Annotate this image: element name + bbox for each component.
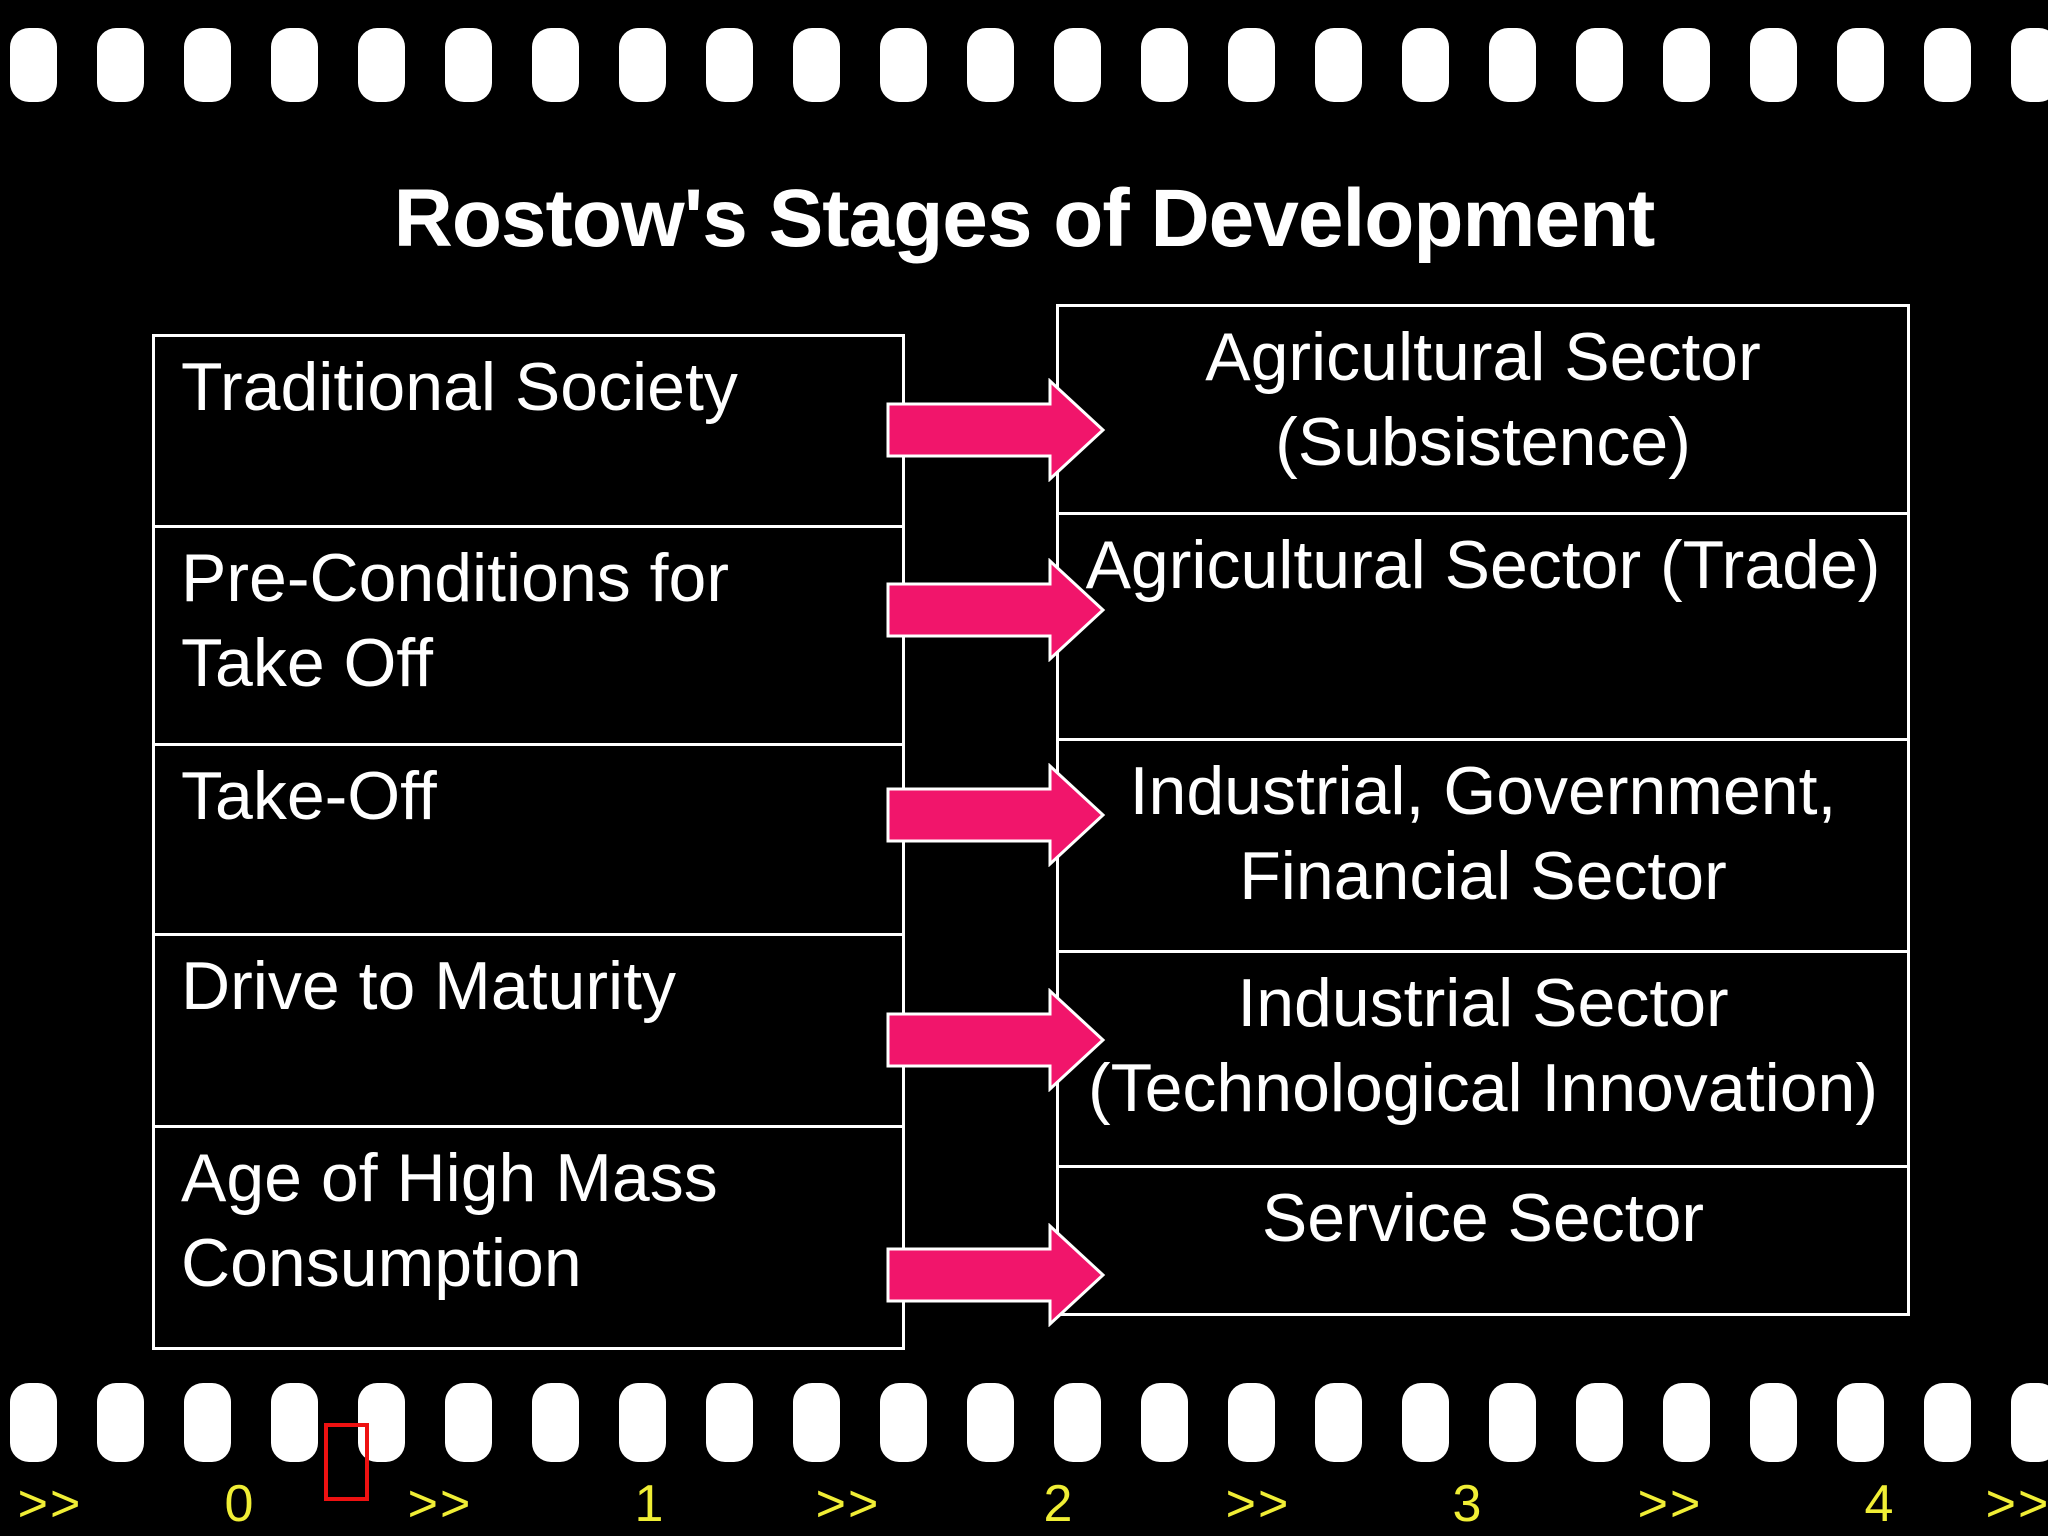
film-strip-top xyxy=(0,0,2048,130)
stage-cell-preconditions: Pre-Conditions for Take Off xyxy=(155,528,902,746)
film-hole xyxy=(1402,28,1449,102)
film-hole xyxy=(706,1383,753,1462)
flow-arrow-1 xyxy=(886,377,1106,483)
film-hole xyxy=(1141,1383,1188,1462)
film-hole xyxy=(880,28,927,102)
film-hole xyxy=(1663,1383,1710,1462)
film-hole xyxy=(271,1383,318,1462)
flow-arrow-2 xyxy=(886,557,1106,663)
nav-slide-number-2[interactable]: 2 xyxy=(1043,1475,1075,1533)
film-hole xyxy=(880,1383,927,1462)
film-hole xyxy=(793,1383,840,1462)
film-hole xyxy=(706,28,753,102)
sectors-column: Agricultural Sector (Subsistence) Agricu… xyxy=(1056,304,1910,1316)
film-hole xyxy=(2011,1383,2048,1462)
film-hole xyxy=(271,28,318,102)
nav-forward-chevron[interactable]: >> xyxy=(1985,1475,2048,1533)
film-hole xyxy=(10,1383,57,1462)
film-hole xyxy=(1576,28,1623,102)
film-hole xyxy=(358,28,405,102)
nav-slide-number-0[interactable]: 0 xyxy=(224,1475,256,1533)
film-hole xyxy=(532,28,579,102)
film-hole xyxy=(1315,1383,1362,1462)
film-hole xyxy=(184,28,231,102)
film-hole xyxy=(1576,1383,1623,1462)
current-position-marker xyxy=(324,1423,369,1501)
film-hole xyxy=(532,1383,579,1462)
nav-forward-chevron[interactable]: >> xyxy=(17,1475,83,1533)
film-hole xyxy=(1837,28,1884,102)
sector-cell-agricultural-trade: Agricultural Sector (Trade) xyxy=(1059,515,1907,741)
film-hole xyxy=(1750,28,1797,102)
film-hole xyxy=(445,28,492,102)
film-hole xyxy=(1837,1383,1884,1462)
sector-cell-industrial-innovation: Industrial Sector (Technological Innovat… xyxy=(1059,953,1907,1168)
flow-arrow-3 xyxy=(886,762,1106,868)
film-hole xyxy=(1489,1383,1536,1462)
film-hole xyxy=(619,28,666,102)
film-hole xyxy=(619,1383,666,1462)
film-hole xyxy=(1402,1383,1449,1462)
nav-forward-chevron[interactable]: >> xyxy=(407,1475,473,1533)
page-title: Rostow's Stages of Development xyxy=(393,173,1656,264)
stage-cell-take-off: Take-Off xyxy=(155,746,902,936)
nav-forward-chevron[interactable]: >> xyxy=(1637,1475,1703,1533)
film-hole xyxy=(967,28,1014,102)
film-hole xyxy=(1141,28,1188,102)
flow-arrow-4 xyxy=(886,987,1106,1093)
nav-forward-chevron[interactable]: >> xyxy=(815,1475,881,1533)
sector-cell-agricultural-subsistence: Agricultural Sector (Subsistence) xyxy=(1059,307,1907,515)
film-hole xyxy=(10,28,57,102)
film-hole xyxy=(1315,28,1362,102)
film-hole xyxy=(1228,1383,1275,1462)
nav-slide-number-3[interactable]: 3 xyxy=(1452,1475,1484,1533)
film-hole xyxy=(2011,28,2048,102)
nav-slide-number-1[interactable]: 1 xyxy=(634,1475,666,1533)
film-hole xyxy=(97,1383,144,1462)
film-hole xyxy=(97,28,144,102)
stage-cell-traditional-society: Traditional Society xyxy=(155,337,902,528)
film-hole xyxy=(1750,1383,1797,1462)
film-hole xyxy=(1228,28,1275,102)
film-hole xyxy=(1054,1383,1101,1462)
sector-cell-service: Service Sector xyxy=(1261,1180,1705,1256)
film-hole xyxy=(1054,28,1101,102)
film-hole xyxy=(445,1383,492,1462)
film-hole xyxy=(1663,28,1710,102)
flow-arrow-5 xyxy=(886,1222,1106,1328)
film-hole xyxy=(1489,28,1536,102)
stage-cell-high-mass-consumption: Age of High Mass Consumption xyxy=(181,1140,718,1301)
nav-slide-number-4[interactable]: 4 xyxy=(1864,1475,1896,1533)
film-hole xyxy=(1924,1383,1971,1462)
film-strip-bottom xyxy=(0,1376,2048,1536)
sector-cell-industrial-government-financial: Industrial, Government, Financial Sector xyxy=(1059,741,1907,953)
nav-forward-chevron[interactable]: >> xyxy=(1225,1475,1291,1533)
film-hole xyxy=(184,1383,231,1462)
stages-column: Traditional Society Pre-Conditions for T… xyxy=(152,334,905,1350)
film-hole xyxy=(1924,28,1971,102)
stage-cell-drive-to-maturity: Drive to Maturity xyxy=(155,936,902,1128)
film-hole xyxy=(967,1383,1014,1462)
film-hole xyxy=(793,28,840,102)
